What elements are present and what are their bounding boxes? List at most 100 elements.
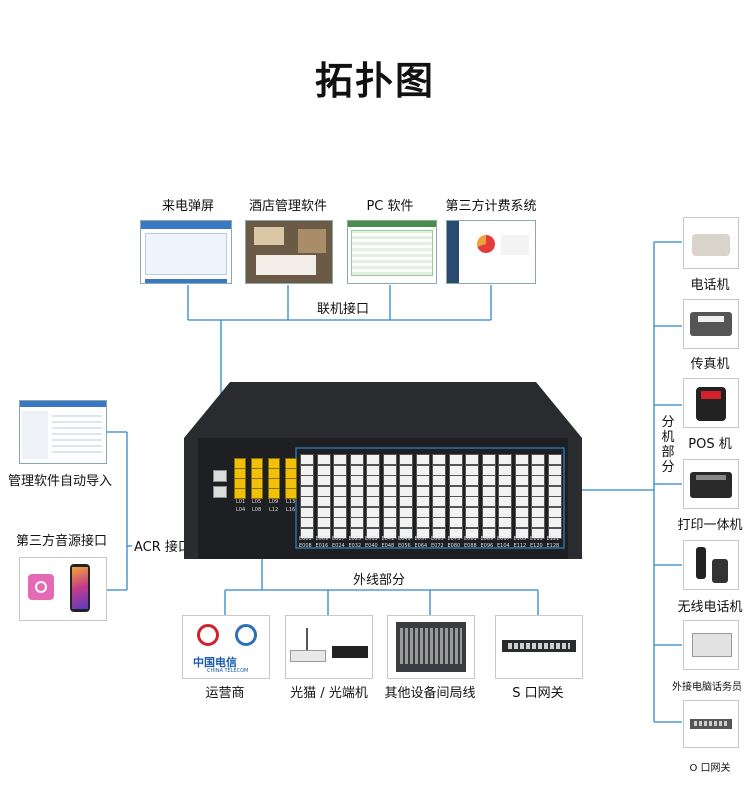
extension-port-label: E073 xyxy=(447,536,461,542)
extension-port xyxy=(465,454,479,465)
extension-port-label: E105 xyxy=(513,536,527,542)
extension-port xyxy=(316,485,331,497)
s-gateway-label: S 口网关 xyxy=(512,686,564,701)
diagram-title: 拓扑图 xyxy=(314,59,435,103)
pc-software-screenshot xyxy=(347,220,437,284)
extension-port xyxy=(366,496,380,507)
extension-port-label: E056 xyxy=(398,543,411,549)
trunk-port-label: L16 xyxy=(286,507,296,513)
extension-port xyxy=(382,527,397,539)
extension-port xyxy=(300,464,314,476)
hotel-room-photo xyxy=(245,220,333,284)
extension-port xyxy=(481,506,496,518)
fax-machine-icon xyxy=(690,312,732,336)
extension-port xyxy=(531,454,545,465)
china-unicom-logo xyxy=(197,624,219,646)
extension-port xyxy=(465,506,479,518)
extension-port xyxy=(514,506,529,518)
extension-port xyxy=(300,506,314,518)
extension-port-label: E097 xyxy=(497,536,510,542)
extension-port xyxy=(300,485,314,497)
extension-port-label: E104 xyxy=(497,543,510,549)
extension-section-label: 分机部分 xyxy=(660,415,676,475)
lan-port xyxy=(213,470,227,482)
operator-console-label: 外接电脑话务员 xyxy=(672,682,742,693)
extension-port xyxy=(349,485,364,497)
extension-port xyxy=(432,496,446,507)
lan-port xyxy=(213,486,227,498)
desk-phone-icon xyxy=(692,234,730,256)
extension-port xyxy=(316,517,331,528)
o-gateway-label: O 口网关 xyxy=(689,763,731,774)
extension-port xyxy=(316,506,331,518)
extension-port xyxy=(448,454,463,465)
extension-port-label: E033 xyxy=(365,536,378,542)
acr-interface-label: ACR 接口 xyxy=(132,536,193,555)
extension-port xyxy=(498,517,512,528)
extension-port-label: E072 xyxy=(431,543,444,549)
extension-port-label: E009 xyxy=(315,536,329,542)
carrier-label: 运营商 xyxy=(205,686,245,701)
fax-machine-box xyxy=(683,299,739,349)
extension-port xyxy=(547,464,562,476)
extension-port xyxy=(448,485,463,497)
extension-port xyxy=(300,496,314,507)
extension-port xyxy=(415,496,430,507)
extension-port-label: E120 xyxy=(530,543,543,549)
trunk-port-label: L01 xyxy=(236,499,246,505)
extension-port xyxy=(448,517,463,528)
extension-port xyxy=(316,475,331,486)
cordless-phone-icon xyxy=(696,547,706,579)
extension-port xyxy=(465,527,479,539)
caller-popup-screenshot xyxy=(140,220,232,284)
extension-port xyxy=(498,527,512,539)
other-equipment-box xyxy=(387,615,475,679)
pos-terminal-icon xyxy=(696,387,726,421)
extension-port xyxy=(333,506,347,518)
extension-port xyxy=(333,485,347,497)
app-label-caller-popup: 来电弹屏 xyxy=(161,199,214,214)
extension-port xyxy=(415,517,430,528)
extension-port xyxy=(382,485,397,497)
extension-port xyxy=(349,475,364,486)
antenna-icon xyxy=(306,628,308,650)
extension-port xyxy=(481,454,496,465)
extension-port xyxy=(547,506,562,518)
desk-phone-label: 电话机 xyxy=(690,278,730,293)
extension-port xyxy=(300,475,314,486)
extension-port-label: E057 xyxy=(414,536,428,542)
extension-port xyxy=(498,496,512,507)
extension-port xyxy=(399,517,413,528)
extension-port xyxy=(399,464,413,476)
extension-port xyxy=(366,454,380,465)
extension-port xyxy=(514,464,529,476)
extension-port xyxy=(481,527,496,539)
extension-port xyxy=(333,527,347,539)
extension-port xyxy=(333,454,347,465)
extension-port-label: E088 xyxy=(464,543,477,549)
app-label-billing-system: 第三方计费系统 xyxy=(445,199,537,214)
extension-port xyxy=(481,496,496,507)
extension-port xyxy=(547,454,562,465)
extension-port xyxy=(448,506,463,518)
extension-port xyxy=(382,517,397,528)
extension-port xyxy=(498,464,512,476)
extension-port xyxy=(349,527,364,539)
extension-port xyxy=(382,506,397,518)
extension-port xyxy=(366,517,380,528)
extension-port-label: E024 xyxy=(332,543,345,549)
extension-port-label: E001 xyxy=(299,536,312,542)
s-gateway-box xyxy=(495,615,583,679)
desk-phone-box xyxy=(683,217,739,269)
extension-port xyxy=(399,454,413,465)
extension-port xyxy=(531,485,545,497)
extension-port xyxy=(547,485,562,497)
extension-port-label: E032 xyxy=(348,543,362,549)
extension-port-label: E025 xyxy=(348,536,362,542)
extension-port xyxy=(316,527,331,539)
extension-port xyxy=(432,454,446,465)
extension-port xyxy=(465,464,479,476)
extension-port xyxy=(465,475,479,486)
other-equipment-label: 其他设备间局线 xyxy=(384,686,476,701)
outside-line-label: 外线部分 xyxy=(350,569,409,588)
